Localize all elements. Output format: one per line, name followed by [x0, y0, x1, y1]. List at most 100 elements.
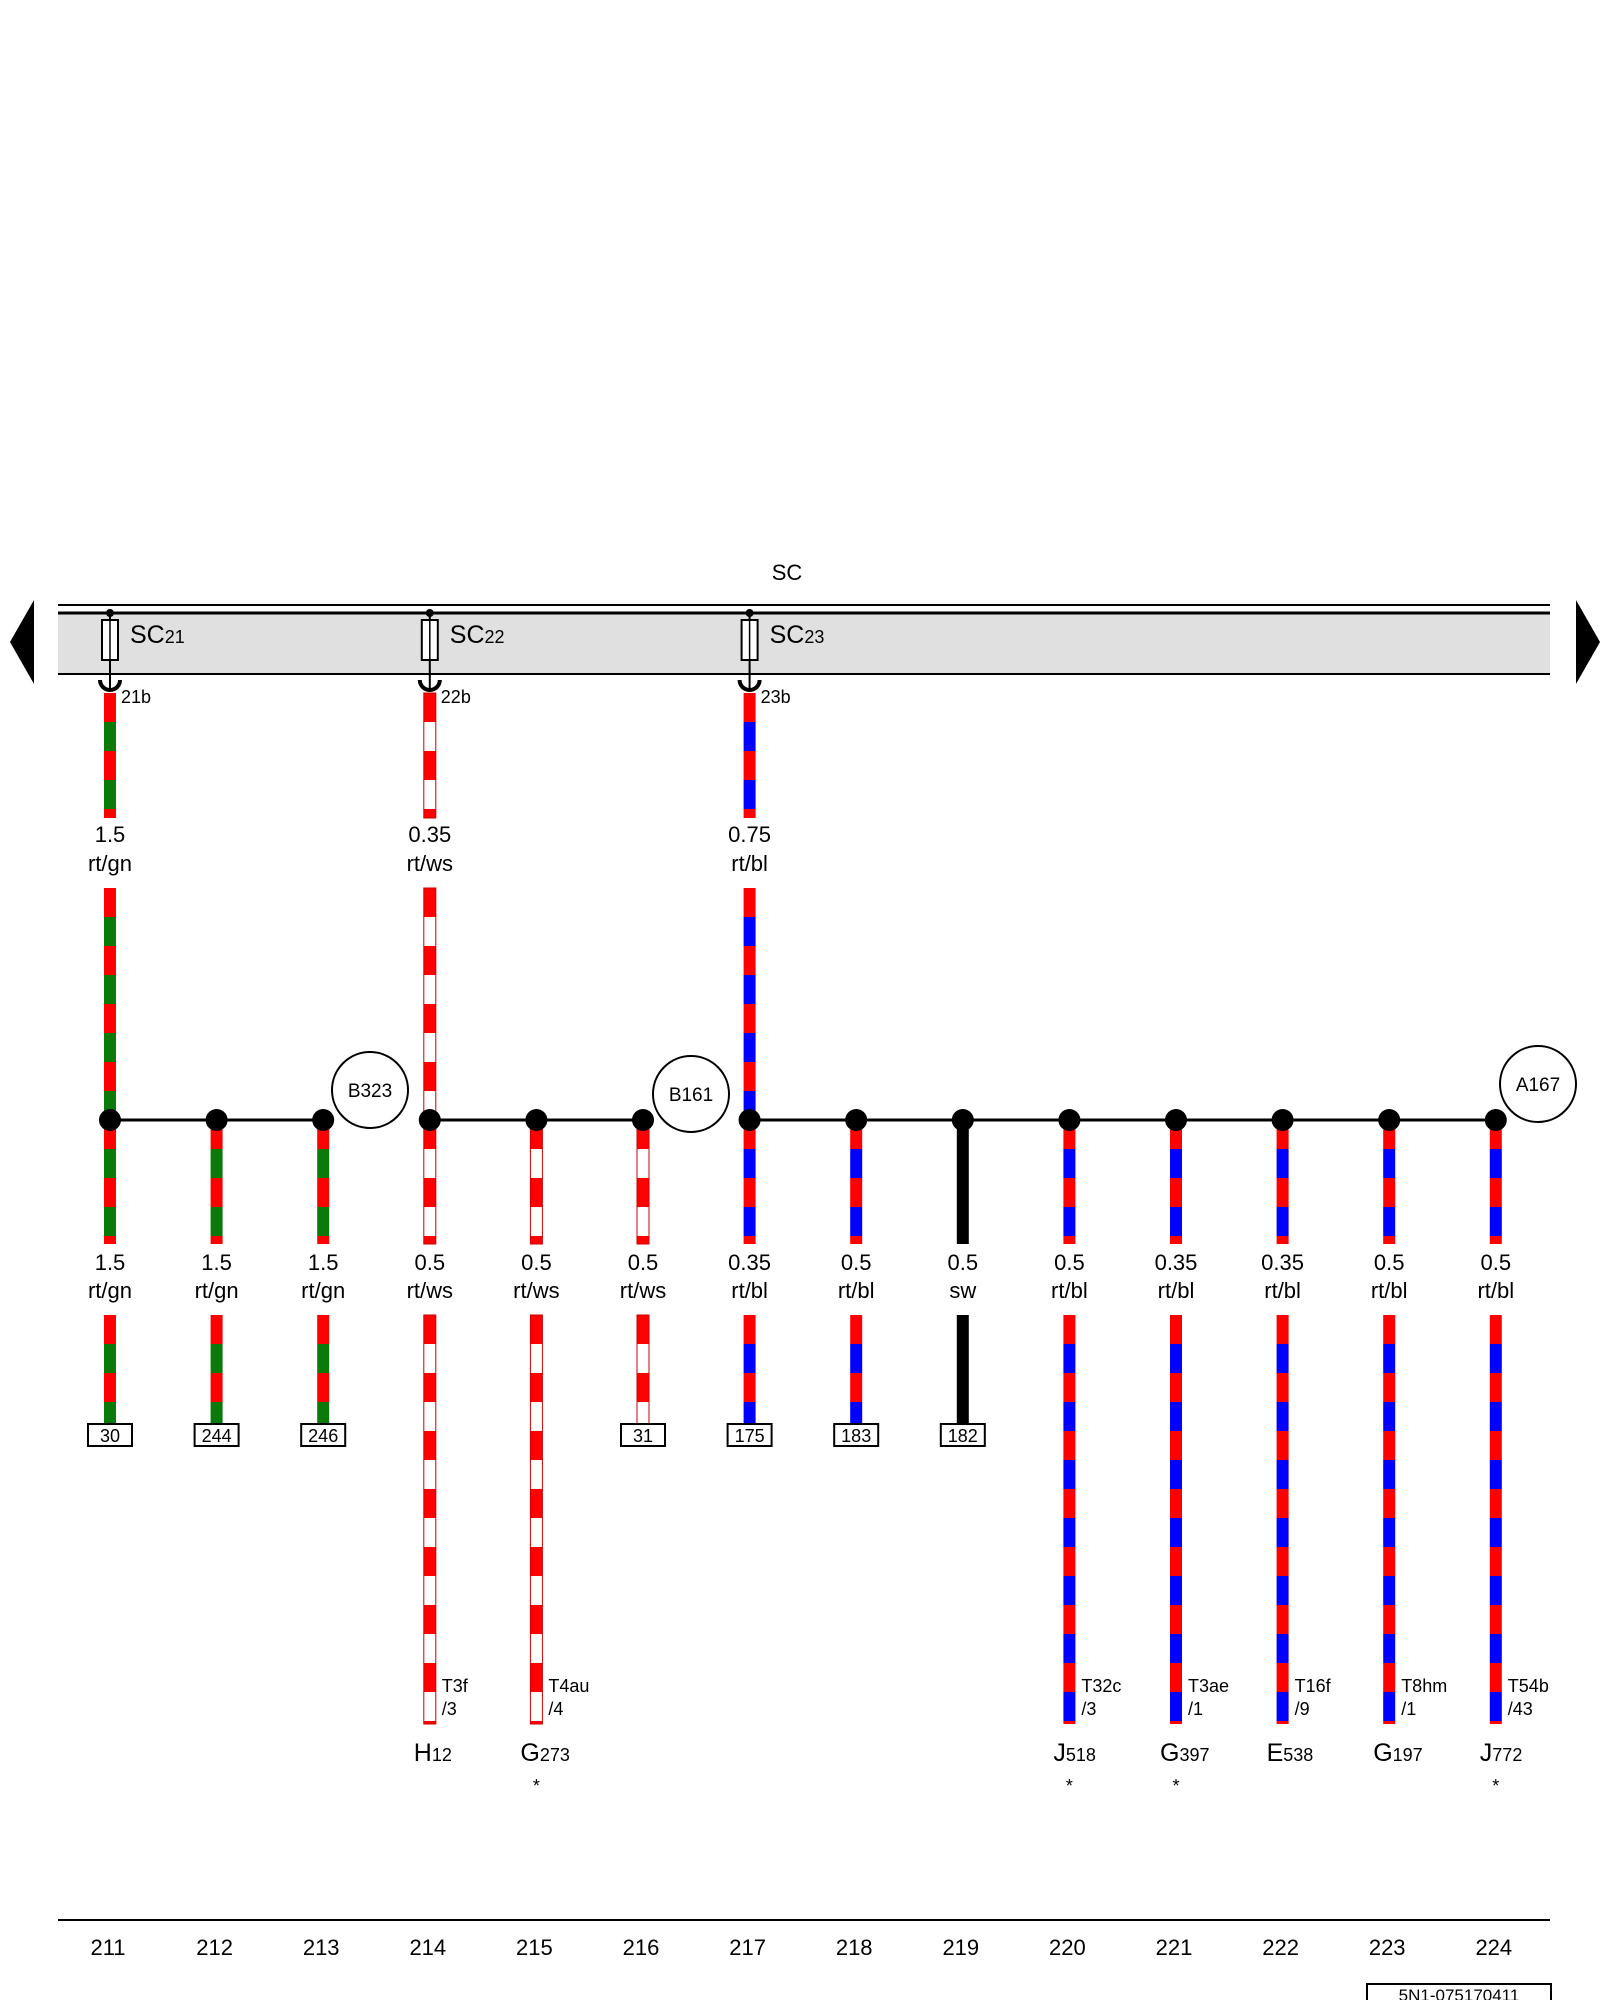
- branch-219-upper[interactable]: [956, 1120, 969, 1244]
- branch-211-lower[interactable]: [104, 1315, 116, 1424]
- branch-219-lower[interactable]: [956, 1315, 969, 1424]
- branch-217-upper[interactable]: [743, 1120, 756, 1244]
- continue-left-arrow[interactable]: [10, 600, 34, 684]
- junction-dot: [1165, 1109, 1187, 1131]
- branch-218-lower[interactable]: [850, 1315, 863, 1424]
- connection-bubble-a167[interactable]: A167: [1499, 1045, 1577, 1123]
- branch-216-lower[interactable]: [636, 1314, 650, 1425]
- branch-222-upper[interactable]: [1276, 1120, 1289, 1244]
- branch-220-lower-stripe: [1063, 1315, 1076, 1344]
- feed-wire-lower-1-stripe: [423, 1004, 436, 1033]
- branch-color: rt/bl: [1477, 1278, 1514, 1303]
- branch-212-lower-stripe: [210, 1344, 223, 1373]
- connection-bubble-b161[interactable]: B161: [652, 1055, 730, 1133]
- branch-220-upper-stripe: [1063, 1236, 1076, 1244]
- feed-wire-0-stripe: [104, 780, 116, 809]
- branch-gauge: 0.35: [1261, 1250, 1304, 1275]
- branch-223-upper[interactable]: [1383, 1120, 1396, 1244]
- feed-wire-lower-2[interactable]: [743, 888, 756, 1120]
- branch-220-lower-stripe: [1063, 1373, 1076, 1402]
- branch-216-upper[interactable]: [636, 1119, 650, 1245]
- column-number: 220: [1049, 1935, 1086, 1960]
- branch-221-lower[interactable]: [1170, 1315, 1182, 1724]
- branch-214-lower[interactable]: [423, 1314, 437, 1725]
- branch-223-lower-stripe: [1383, 1721, 1396, 1724]
- branch-214-upper[interactable]: [423, 1119, 437, 1245]
- feed-wire-0[interactable]: [104, 693, 116, 818]
- branch-213-upper-stripe: [317, 1236, 330, 1244]
- terminal-30[interactable]: 30: [87, 1423, 133, 1447]
- branch-217-upper-stripe: [743, 1149, 756, 1178]
- feed-wire-1-stripe: [423, 780, 436, 809]
- branch-218-upper-stripe: [850, 1178, 863, 1207]
- branch-218-upper-stripe: [850, 1149, 863, 1178]
- branch-223-upper-stripe: [1383, 1207, 1396, 1236]
- branch-215-lower[interactable]: [529, 1314, 543, 1725]
- terminal-182[interactable]: 182: [939, 1423, 986, 1447]
- feed-wire-lower-2-stripe: [743, 1033, 756, 1062]
- branch-220-lower-stripe: [1063, 1344, 1076, 1373]
- branch-224-upper[interactable]: [1489, 1120, 1502, 1244]
- branch-212-upper[interactable]: [210, 1120, 223, 1244]
- branch-214-lower-stripe: [423, 1344, 436, 1373]
- branch-222-lower-stripe: [1276, 1460, 1289, 1489]
- branch-222-lower-stripe: [1276, 1431, 1289, 1460]
- branch-222-lower[interactable]: [1276, 1315, 1289, 1724]
- branch-224-lower[interactable]: [1489, 1315, 1502, 1724]
- branch-212-lower-stripe: [210, 1373, 223, 1402]
- branch-220-lower[interactable]: [1063, 1315, 1076, 1724]
- branch-215-upper[interactable]: [529, 1119, 543, 1245]
- feed-wire-1[interactable]: [423, 692, 437, 819]
- branch-color: rt/ws: [407, 1278, 453, 1303]
- junction-dot: [312, 1109, 335, 1131]
- connection-bubble-b323[interactable]: B323: [331, 1051, 409, 1129]
- branch-213-lower[interactable]: [317, 1315, 330, 1424]
- feed-wire-2-stripe: [743, 809, 756, 818]
- terminal-183[interactable]: 183: [833, 1423, 880, 1447]
- branch-212-lower[interactable]: [210, 1315, 223, 1424]
- branch-213-upper[interactable]: [317, 1120, 330, 1244]
- branch-216-upper-stripe: [637, 1236, 649, 1244]
- terminal-244[interactable]: 244: [193, 1423, 240, 1447]
- wires: [104, 692, 1502, 1725]
- feed-wire-lower-0-stripe: [104, 888, 116, 917]
- fuse-label-main: SC: [450, 621, 485, 649]
- branch-222-lower-stripe: [1276, 1547, 1289, 1576]
- branch-213-lower-stripe: [317, 1315, 330, 1344]
- branch-217-lower[interactable]: [743, 1315, 756, 1424]
- terminal-31[interactable]: 31: [620, 1423, 666, 1447]
- branch-221-upper-stripe: [1170, 1236, 1182, 1244]
- branch-223-lower[interactable]: [1383, 1315, 1396, 1724]
- branch-220-upper-stripe: [1063, 1149, 1076, 1178]
- feed-wire-lower-1[interactable]: [423, 887, 437, 1121]
- continue-right-arrow[interactable]: [1576, 600, 1600, 684]
- component-label: G197: [1373, 1739, 1423, 1767]
- branch-214-lower-stripe: [423, 1634, 436, 1663]
- junction-dot: [845, 1109, 868, 1131]
- feed-wire-2[interactable]: [743, 693, 756, 818]
- column-number: 222: [1262, 1935, 1299, 1960]
- branch-220-lower-stripe: [1063, 1460, 1076, 1489]
- branch-218-upper[interactable]: [850, 1120, 863, 1244]
- feed-wire-gauge: 1.5: [95, 822, 126, 847]
- terminal-246[interactable]: 246: [300, 1423, 347, 1447]
- feed-wire-lower-0[interactable]: [104, 888, 116, 1120]
- branch-221-upper[interactable]: [1170, 1120, 1182, 1244]
- branch-gauge: 0.5: [1374, 1250, 1405, 1275]
- branch-220-upper[interactable]: [1063, 1120, 1076, 1244]
- branch-gauge: 1.5: [201, 1250, 232, 1275]
- connector-pin: /1: [1188, 1699, 1203, 1719]
- branch-211-upper[interactable]: [104, 1120, 116, 1244]
- feed-wire-lower-1-stripe: [423, 888, 436, 917]
- terminal-175[interactable]: 175: [726, 1423, 773, 1447]
